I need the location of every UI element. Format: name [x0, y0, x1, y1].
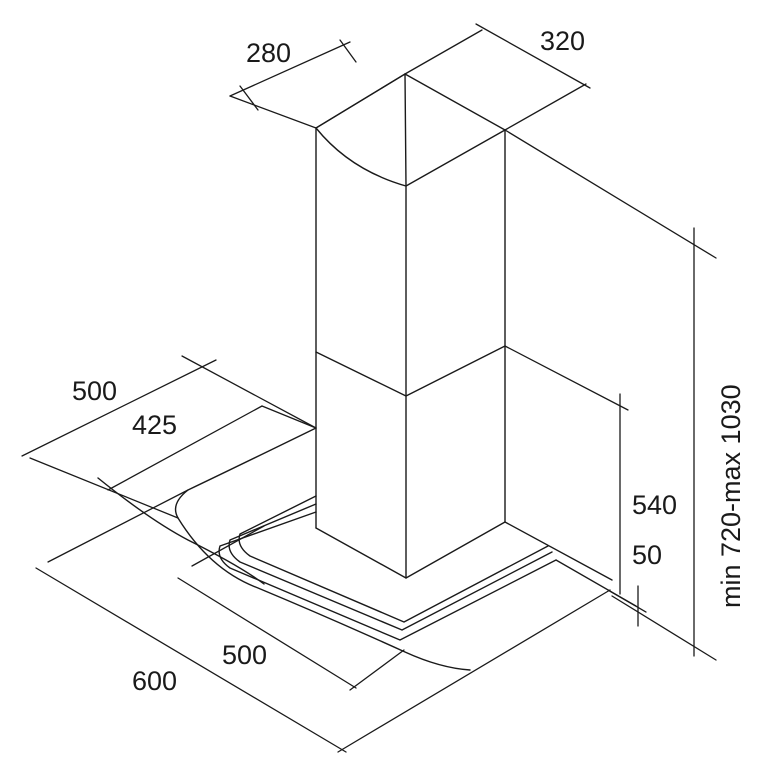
label-hood-depth-inner: 425: [132, 410, 177, 440]
chimney-back-edge: [404, 73, 407, 187]
label-chimney-width: 320: [540, 26, 585, 56]
label-hood-depth-outer: 500: [72, 376, 117, 406]
chimney-joint-line: [315, 345, 506, 397]
dim-320-ext: [504, 83, 587, 131]
dim-425-line: [107, 405, 263, 491]
label-total-height: min 720-max 1030: [716, 384, 746, 608]
dimension-lines: [21, 23, 717, 753]
canopy-ring-outer: [218, 511, 557, 641]
dim-280-tick-b: [339, 39, 357, 63]
glass-outline-left-sweep: [97, 477, 265, 585]
dim-500-width-line: [177, 577, 357, 689]
dim-50-ext: [555, 559, 637, 607]
canopy-ring-middle: [228, 503, 553, 631]
dim-total-height-ext-top: [504, 129, 717, 259]
dim-280-ext: [315, 73, 406, 129]
dim-total-height-ext-bottom: [611, 595, 717, 661]
dim-320-line: [404, 29, 483, 75]
label-hood-width-inner: 500: [222, 640, 267, 670]
dim-600-ext: [47, 489, 189, 563]
dim-320-line-2: [475, 23, 591, 89]
label-canopy-height: 50: [632, 540, 662, 570]
chimney-top-front-curve: [315, 127, 407, 187]
label-hood-width-outer: 600: [132, 666, 177, 696]
dim-280-line: [229, 95, 317, 129]
canopy-ring-inner: [238, 495, 549, 623]
label-chimney-upper-height: 540: [632, 490, 677, 520]
dim-600-ext-2: [337, 589, 611, 753]
canopy-right-edge: [504, 521, 613, 581]
dim-280-line-2: [229, 41, 351, 97]
chimney: [315, 73, 506, 579]
chimney-top-right-edge: [405, 129, 506, 187]
dimension-labels: 280 320 500 425 540 50 500 600 min 720-m…: [72, 26, 746, 696]
dim-500-width-ext-2: [349, 649, 405, 691]
hood-canopy: [97, 427, 613, 671]
glass-outline-front: [177, 517, 471, 671]
dim-500-depth-line: [21, 359, 217, 457]
label-chimney-depth: 280: [246, 38, 291, 68]
dim-500-width-ext: [191, 525, 265, 567]
dim-500-depth-ext-2: [29, 457, 179, 519]
dim-540-ext-top: [504, 345, 629, 411]
dim-425-ext: [261, 405, 317, 429]
dim-280-tick-a: [239, 85, 259, 111]
chimney-bottom-edge: [315, 521, 506, 579]
dim-600-line: [35, 567, 347, 753]
chimney-top-cap: [315, 73, 506, 131]
dim-500-depth-ext: [181, 355, 317, 429]
glass-outline-top: [174, 427, 317, 519]
